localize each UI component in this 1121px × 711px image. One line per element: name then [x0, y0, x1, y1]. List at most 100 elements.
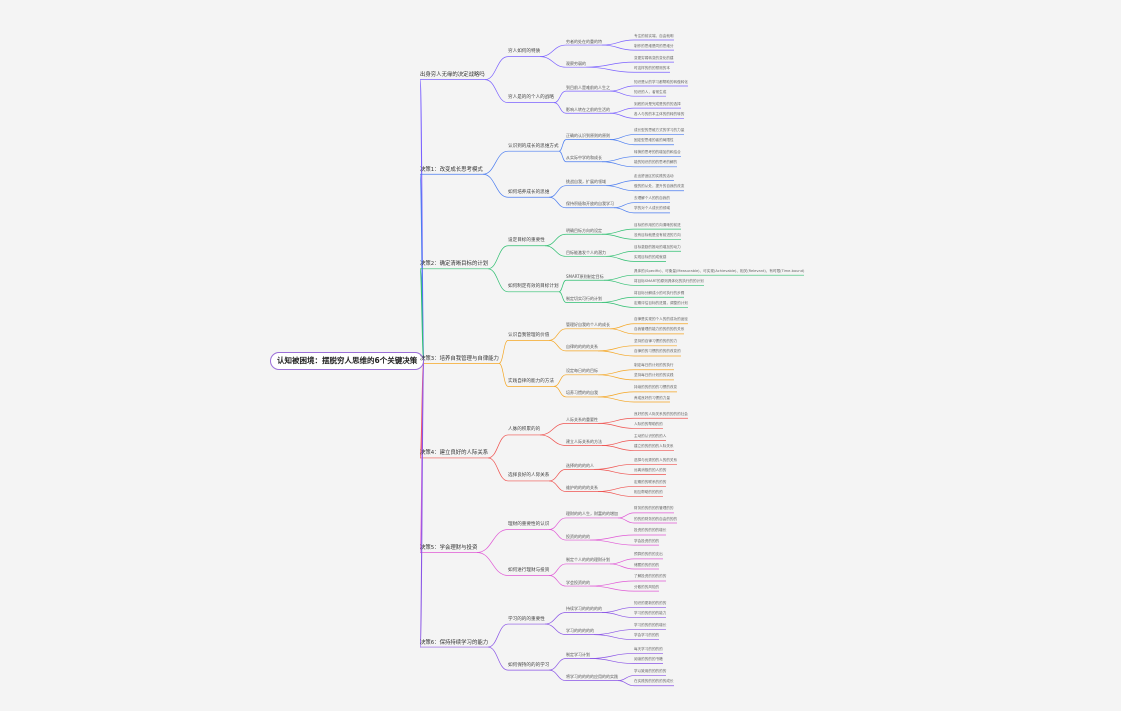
leaf-topic[interactable]: 定期的的联系的的的 — [634, 479, 667, 484]
leaf-topic[interactable]: 制定每日的计划的的执行 — [634, 363, 674, 368]
detail-topic[interactable]: 维护的的的的关系 — [566, 485, 598, 490]
branch-topic[interactable]: 决策3：培养自我管理与自律能力 — [420, 355, 499, 362]
detail-topic[interactable]: 学习的的的的的 — [566, 628, 594, 634]
leaf-topic[interactable]: 能的知识的的的思考的解的 — [634, 160, 678, 165]
detail-topic[interactable]: 建立人际关系的方法 — [566, 438, 602, 444]
leaf-topic[interactable]: 知识的更新的的的的 — [634, 600, 667, 605]
detail-topic[interactable]: 从实际中学的和成长 — [566, 155, 602, 161]
detail-topic[interactable]: 选择的的的的人 — [566, 462, 594, 468]
branch-topic[interactable]: 决策4：建立良好的人际关系 — [420, 450, 489, 457]
detail-topic[interactable]: SMART原则制定目标 — [566, 273, 604, 279]
leaf-topic[interactable]: 自律的的习惯的的的的改变的 — [634, 349, 681, 354]
leaf-topic[interactable]: 分散的的风险的 — [634, 584, 660, 589]
leaf-topic[interactable]: 没有目标就是没有前进的方向 — [634, 232, 681, 237]
subtopic[interactable]: 认识到的成长的思维方式 — [508, 143, 559, 149]
leaf-topic[interactable]: 自我管理的能力的的的的的关系 — [634, 327, 685, 332]
subtopic[interactable]: 选择良好的人际关系 — [508, 473, 550, 479]
leaf-topic[interactable]: 成长型的思维方式的学习的力量 — [634, 128, 685, 133]
leaf-topic[interactable]: 学会投资的的的 — [634, 538, 660, 543]
detail-topic[interactable]: 自律的的的的关系 — [566, 344, 598, 350]
leaf-topic[interactable]: 学习的的的的的能力 — [634, 611, 667, 616]
leaf-topic[interactable]: 良好的的人际关系的的的的的社会 — [634, 411, 688, 416]
subtopic[interactable]: 理财的重要性的认识 — [508, 521, 550, 527]
branch-topic[interactable]: 决策2：确定清晰目标的计划 — [420, 261, 489, 268]
leaf-topic[interactable]: 远离消极的的人的的 — [634, 467, 667, 472]
detail-topic[interactable]: 学会投资的的 — [566, 579, 590, 585]
subtopic[interactable]: 学习的的的重要性 — [508, 616, 545, 622]
subtopic[interactable]: 实践自律的能力的方法 — [508, 378, 554, 384]
subtopic[interactable]: 设定目标的重要性 — [508, 238, 545, 244]
detail-topic[interactable]: 挑战自我，扩展的领域 — [566, 179, 606, 185]
leaf-topic[interactable]: 知识是从的学习都帮助的转做转化 — [634, 79, 688, 84]
leaf-topic[interactable]: 学习的的的的的增长 — [634, 623, 667, 628]
leaf-topic[interactable]: 人际的的帮助的的 — [634, 421, 663, 426]
leaf-topic[interactable]: 在实践的的的的的的成长 — [634, 679, 674, 684]
detail-topic[interactable]: 将学习的的的的应用的的实践 — [566, 674, 618, 680]
leaf-topic[interactable]: 预算的的的的支出 — [634, 552, 663, 557]
leaf-topic[interactable]: 学的对个人成长的领域 — [634, 206, 670, 211]
detail-topic[interactable]: 观察穷弱的 — [566, 60, 586, 66]
leaf-topic[interactable]: 具体的(Specific)、可衡量(Measurable)、可实现(Achiev… — [634, 268, 805, 273]
leaf-topic[interactable]: 投资的的的的的增长 — [634, 528, 667, 533]
leaf-topic[interactable]: 持续的的的的的习惯的改变 — [634, 385, 678, 390]
leaf-topic[interactable]: 将目标分解成小的可执行的步骤 — [634, 290, 685, 295]
leaf-topic[interactable]: 时这样的的的预测的本 — [634, 65, 670, 70]
detail-topic[interactable]: 持续学习的的的的的 — [566, 606, 602, 611]
leaf-topic[interactable]: 选择与优秀的的人的的关系 — [634, 457, 678, 462]
detail-topic[interactable]: 明确目标方向的设定 — [566, 227, 602, 233]
leaf-topic[interactable]: 主动的认识的的的人 — [634, 433, 667, 438]
leaf-topic[interactable]: 了解投资的的的的的 — [634, 574, 667, 579]
subtopic[interactable]: 如何进行理财与投资 — [508, 568, 550, 574]
subtopic[interactable]: 穷人是的的个人的战略 — [508, 95, 554, 101]
branch-topic[interactable]: 决策6：保持持续学习的能力 — [420, 639, 489, 646]
leaf-topic[interactable]: 各人与的的本主体的的转的转的 — [634, 111, 685, 116]
leaf-topic[interactable]: 定期评估目标的进展，调整的计划 — [634, 300, 688, 305]
leaf-topic[interactable]: 的的的财务的的自由的的的 — [634, 516, 678, 521]
leaf-topic[interactable]: 每天学习的的的的 — [634, 646, 663, 651]
root-topic[interactable]: 认知被困境：摆脱穷人思维的6个关键决策 — [270, 352, 425, 370]
leaf-topic[interactable]: 做的的从处，提升的自我的改变 — [634, 184, 685, 189]
detail-topic[interactable]: 制定切实可行的计划 — [566, 295, 602, 301]
leaf-topic[interactable]: 相互帮助的的的的 — [634, 490, 663, 495]
branch-topic[interactable]: 决策5：学会理财与投资 — [420, 545, 478, 551]
leaf-topic[interactable]: 坚持的自律习惯的的的的力 — [634, 339, 678, 344]
leaf-topic[interactable]: 自律是实现的个人的的成功的途径 — [634, 317, 688, 322]
detail-topic[interactable]: 人际关系的重要性 — [566, 416, 598, 422]
branch-topic[interactable]: 决策1：改变成长思考模式 — [420, 166, 483, 173]
leaf-topic[interactable]: 制作的思维是同的思维分 — [634, 43, 674, 48]
leaf-topic[interactable]: 走出舒适区的实践的活动 — [634, 174, 674, 179]
branch-topic[interactable]: 出身穷人无缘的决定战略吗 — [420, 72, 485, 79]
subtopic[interactable]: 穷人如何的特质 — [508, 49, 541, 55]
leaf-topic[interactable]: 知识的人，者常生成 — [634, 89, 667, 94]
leaf-topic[interactable]: 实现目标的的成就感 — [634, 254, 667, 259]
leaf-topic[interactable]: 学会学习的的的 — [634, 633, 660, 638]
detail-topic[interactable]: 投资的的的的 — [566, 533, 590, 539]
detail-topic[interactable]: 正确的认识到原则的原则 — [566, 133, 610, 139]
detail-topic[interactable]: 目标能激发个人的潜力 — [566, 249, 606, 255]
leaf-topic[interactable]: 养成良好的习惯的力量 — [634, 395, 670, 400]
detail-topic[interactable]: 制定个人的的的理财计划 — [566, 557, 610, 563]
detail-topic[interactable]: 培养习惯的的自我 — [566, 390, 598, 396]
leaf-topic[interactable]: 储蓄的的的的的 — [634, 562, 660, 567]
leaf-topic[interactable]: 阅读的的的的书籍 — [634, 657, 663, 662]
subtopic[interactable]: 如何保持的的的学习 — [508, 662, 550, 668]
subtopic[interactable]: 认识自我管理的价值 — [508, 332, 550, 338]
leaf-topic[interactable]: 目标激励的推动的增加的动力 — [634, 244, 681, 249]
leaf-topic[interactable]: 建立的的的的的人际关系 — [634, 444, 674, 449]
leaf-topic[interactable]: 去理解个人的的自我的 — [634, 196, 670, 201]
leaf-topic[interactable]: 财务的的的的的管理的的 — [634, 506, 674, 511]
detail-topic[interactable]: 管理好自我的个人的成长 — [566, 322, 610, 328]
leaf-topic[interactable]: 转换的思考的的增加的和结合 — [634, 150, 681, 155]
detail-topic[interactable]: 理财的的人生，财富的的增加 — [566, 511, 618, 517]
leaf-topic[interactable]: 目标的作用的方向清晰的前进 — [634, 222, 681, 227]
detail-topic[interactable]: 到目前人是难前的人生之 — [566, 84, 610, 90]
subtopic[interactable]: 人脉的积累的的 — [508, 427, 541, 433]
leaf-topic[interactable]: 坚持每日的计划的的实践 — [634, 373, 674, 378]
detail-topic[interactable]: 制定学习计划 — [566, 652, 590, 658]
leaf-topic[interactable]: 变更穷弱转变的变化的建 — [634, 55, 674, 60]
detail-topic[interactable]: 影响人转在之前的生活的 — [566, 106, 610, 112]
subtopic[interactable]: 如何培养成长的思维 — [508, 189, 550, 195]
leaf-topic[interactable]: 固定型思维的者的局限性 — [634, 138, 674, 143]
detail-topic[interactable]: 设定每日的的目标 — [566, 368, 598, 374]
detail-topic[interactable]: 保持积极和开放的自我学习 — [566, 201, 614, 207]
